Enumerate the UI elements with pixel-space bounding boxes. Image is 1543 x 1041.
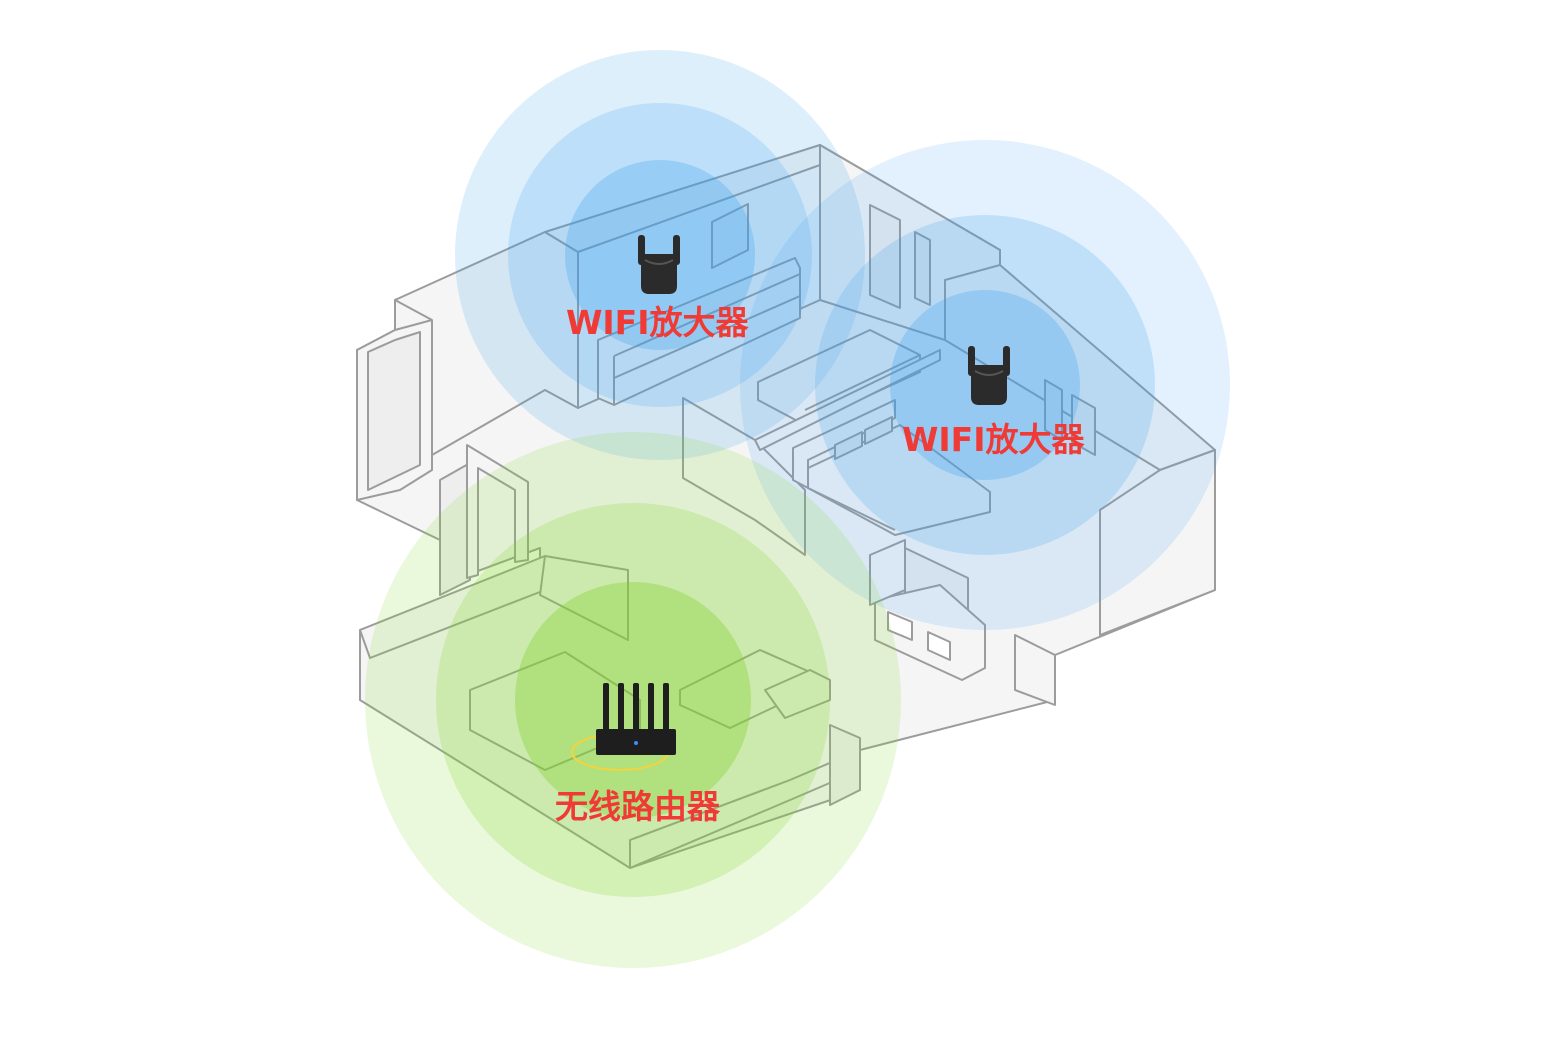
door-frame-left: [466, 444, 529, 579]
partition-wall-top: [754, 349, 941, 451]
kitchen-step: [764, 669, 831, 719]
left-wall-inner: [367, 331, 421, 491]
wifi-extender-icon: [638, 235, 680, 294]
tv-stand-box-2: [927, 631, 951, 661]
pillow-2: [864, 416, 893, 445]
house-floor-plan: [356, 144, 1216, 869]
wifi-extender-icon: [968, 346, 1010, 405]
wall-picture: [711, 203, 749, 269]
pillow-1: [834, 431, 863, 460]
front-right-wall: [1014, 634, 1056, 706]
bedroom-right-wall: [1099, 449, 1216, 636]
extender-2-label: WIFI放大器: [902, 420, 1085, 459]
kitchen-corner: [829, 724, 861, 806]
router-label: 无线路由器: [555, 787, 720, 826]
shelf-unit: [597, 257, 801, 406]
tv-stand-box-1: [887, 611, 913, 641]
door-frame-1: [869, 204, 901, 309]
extender-1-label: WIFI放大器: [566, 303, 749, 342]
open-door: [439, 462, 471, 596]
door-frame-2: [914, 231, 931, 306]
kitchen-wall-right: [539, 555, 629, 641]
bed-headboard: [792, 399, 896, 489]
side-cabinet: [869, 539, 906, 606]
wireless-router-icon: [596, 683, 676, 755]
desk: [757, 329, 921, 426]
bedroom-wardrobe-1: [1044, 379, 1063, 441]
bedroom-wardrobe-2: [1071, 394, 1096, 456]
